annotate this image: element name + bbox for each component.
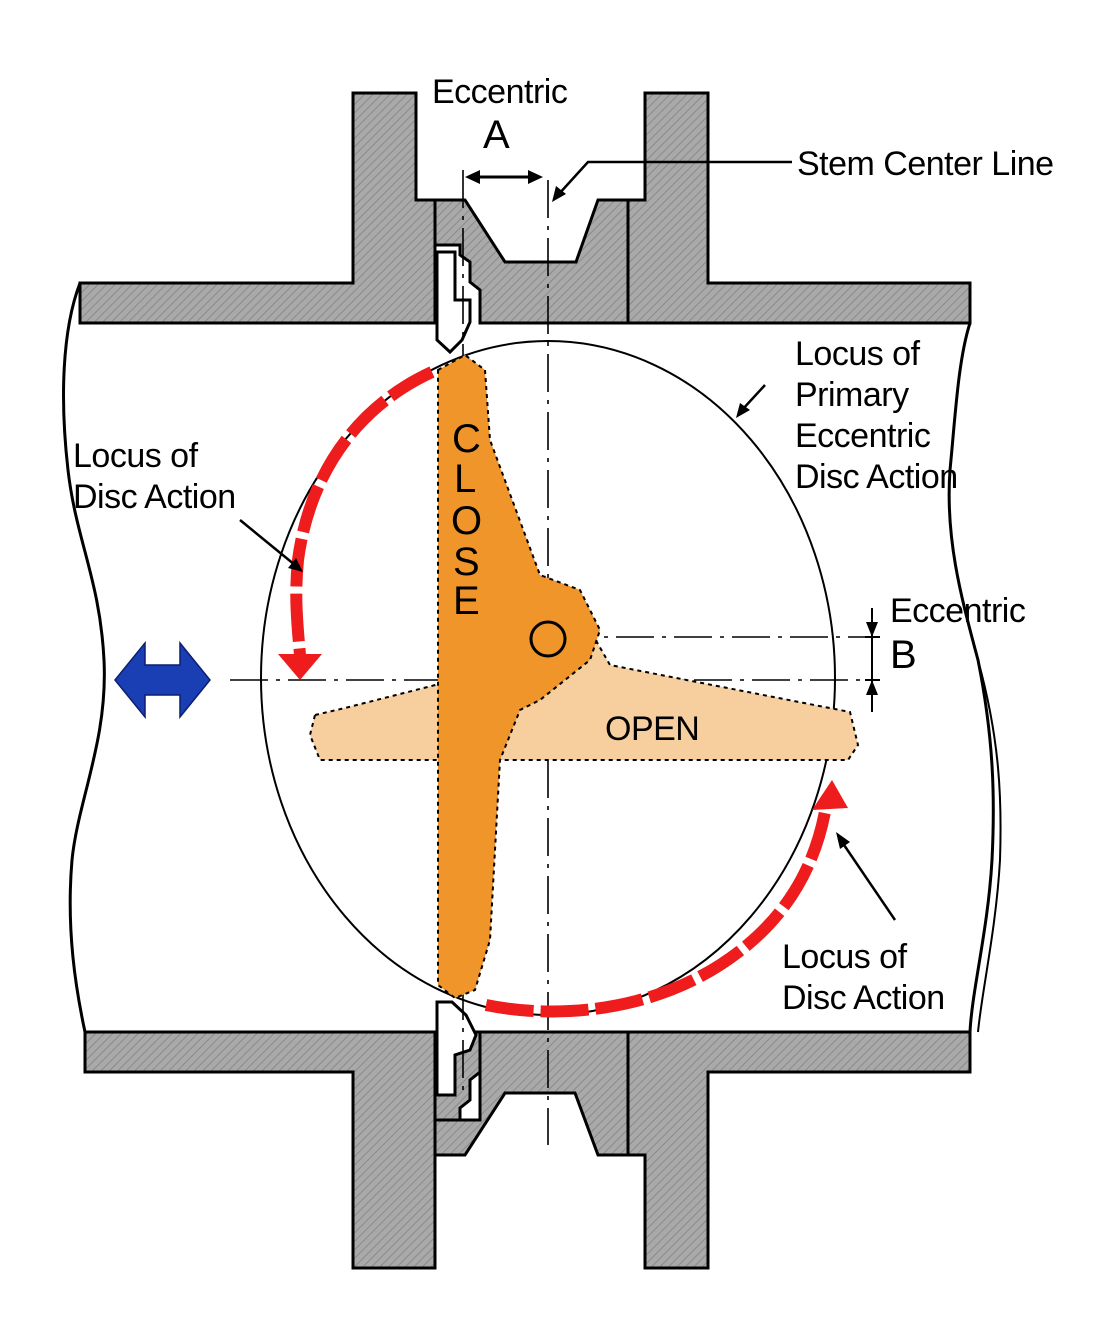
seat-ring-bottom bbox=[435, 1000, 478, 1097]
eccentric-b-dimension bbox=[865, 608, 880, 712]
eccentric-a-dimension bbox=[465, 170, 543, 184]
primary-locus-label-1: Locus of bbox=[795, 335, 921, 373]
pipe-right-edge-shadow bbox=[977, 659, 1002, 1033]
double-arrow-icon bbox=[114, 640, 211, 720]
locus-arrow-left bbox=[278, 366, 435, 680]
eccentric-a-label: Eccentric bbox=[432, 73, 568, 111]
top-pipe-wall bbox=[78, 91, 437, 325]
right-locus-label-2: Disc Action bbox=[782, 979, 945, 1017]
primary-locus-label-4: Disc Action bbox=[795, 458, 958, 496]
close-letter: C bbox=[452, 417, 481, 461]
close-letter: E bbox=[453, 579, 480, 623]
close-letter: O bbox=[451, 499, 482, 543]
primary-locus-label-3: Eccentric bbox=[795, 417, 931, 455]
locus-arrow-right bbox=[484, 780, 848, 1018]
open-label: OPEN bbox=[605, 710, 699, 748]
bottom-stem-boss bbox=[433, 1030, 630, 1157]
close-letter: S bbox=[453, 540, 480, 584]
top-pipe-wall-right bbox=[626, 91, 972, 325]
pipe-left-edge bbox=[62, 282, 106, 1033]
stem-center-line-label: Stem Center Line bbox=[797, 145, 1054, 183]
eccentric-b-letter: B bbox=[890, 633, 917, 677]
eccentric-b-label: Eccentric bbox=[890, 592, 1026, 630]
eccentric-a-letter: A bbox=[483, 113, 510, 157]
pipe-right-edge bbox=[947, 322, 995, 1033]
top-stem-boss bbox=[433, 198, 630, 325]
primary-locus-label-2: Primary bbox=[795, 376, 909, 414]
left-locus-label-1: Locus of bbox=[73, 437, 199, 475]
left-locus-label-2: Disc Action bbox=[73, 478, 236, 516]
right-locus-label-1: Locus of bbox=[782, 938, 908, 976]
bottom-pipe-wall-right bbox=[626, 1030, 972, 1270]
close-letter: L bbox=[454, 457, 476, 501]
leader-lines bbox=[239, 160, 897, 921]
seat-ring-top bbox=[435, 250, 472, 355]
disc-close-position bbox=[437, 353, 602, 1000]
close-label: C L O S E bbox=[451, 417, 482, 623]
bottom-pipe-wall bbox=[83, 1030, 437, 1270]
stem-circle bbox=[529, 620, 567, 658]
valve-body bbox=[78, 91, 972, 1270]
